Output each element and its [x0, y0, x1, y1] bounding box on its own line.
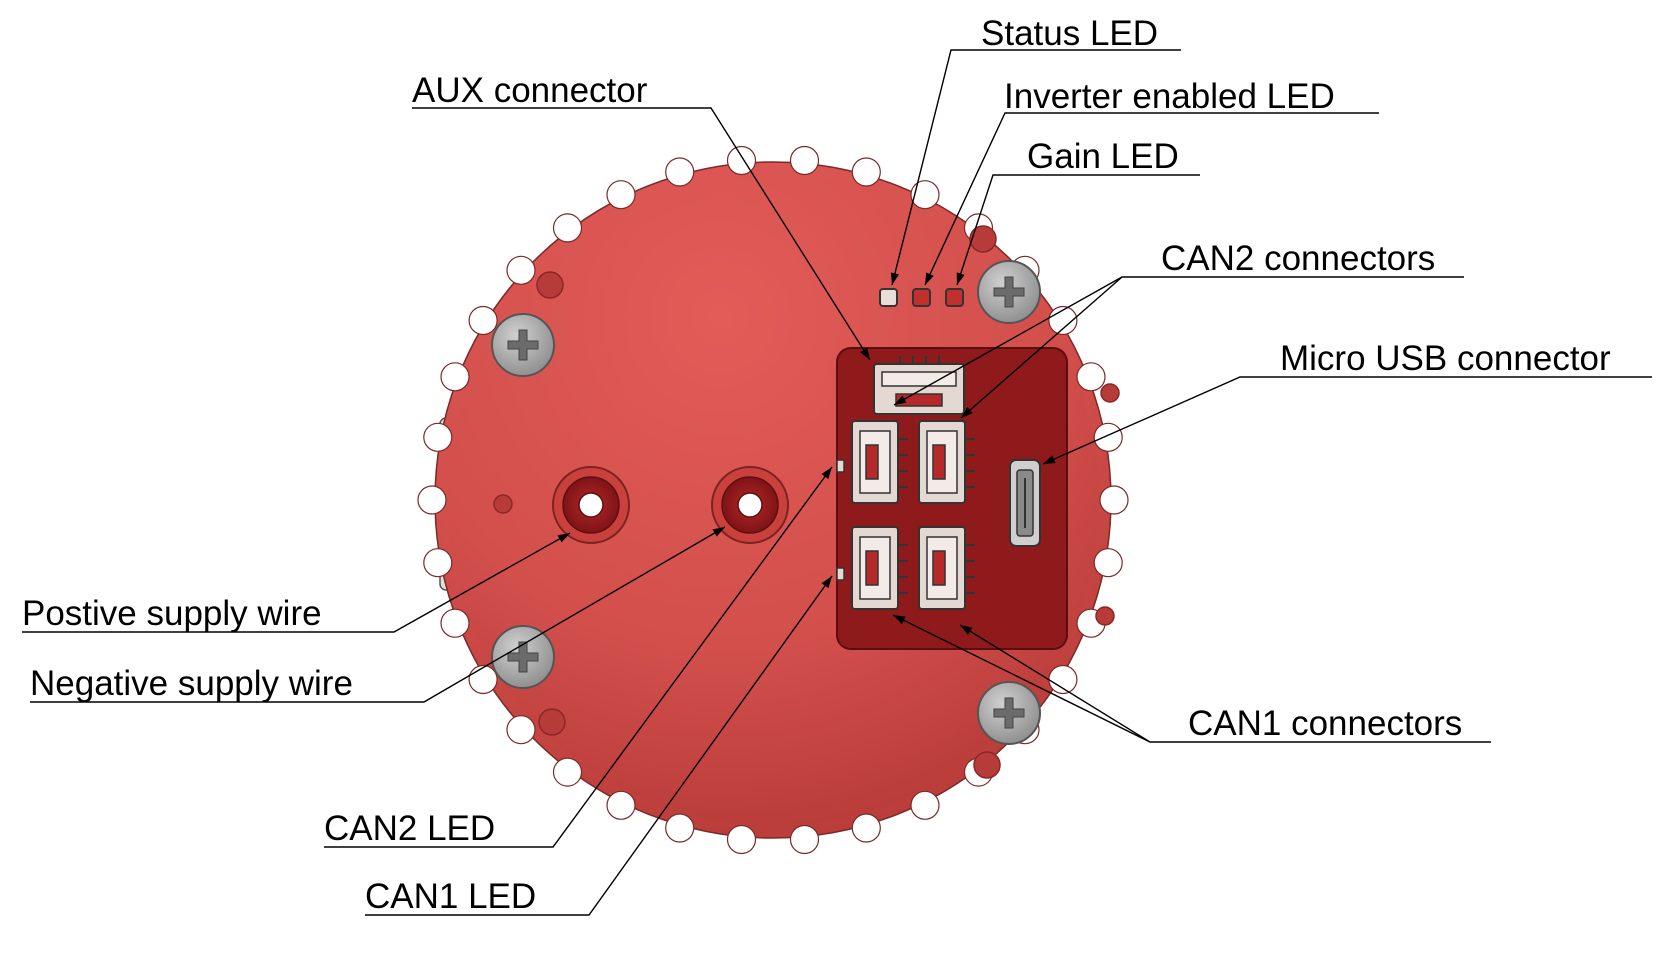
edge-notch [468, 664, 498, 695]
edge-notch [1093, 422, 1123, 452]
inverter-enabled-led [912, 288, 931, 307]
edge-notch [506, 715, 536, 745]
screw [977, 260, 1041, 324]
can1-led [836, 567, 845, 581]
edge-notch [423, 548, 453, 578]
edge-notch [506, 255, 536, 285]
micro-usb-connector [1009, 459, 1041, 547]
label-status-led: Status LED [981, 14, 1158, 53]
mount-hole [493, 494, 513, 514]
label-positive-wire: Postive supply wire [22, 594, 322, 633]
can2-connector-left [851, 420, 908, 504]
edge-notch [423, 422, 453, 452]
leader-can2-right [960, 276, 1123, 419]
edge-notch [851, 157, 881, 187]
label-aux-connector: AUX connector [412, 71, 648, 110]
mount-hole [538, 708, 566, 736]
label-gain-led: Gain LED [1027, 137, 1179, 176]
edge-notch [552, 757, 583, 787]
label-can2-connectors: CAN2 connectors [1161, 239, 1435, 278]
edge-notch [1093, 548, 1123, 578]
edge-notch [665, 813, 695, 843]
edge-notch [789, 824, 820, 855]
label-inverter-led: Inverter enabled LED [1004, 77, 1335, 116]
edge-notch [440, 362, 470, 392]
edge-notch [552, 213, 583, 243]
leader-negative-wire [30, 526, 726, 703]
edge-notch [1076, 362, 1106, 392]
leader-inverter-led [924, 112, 1379, 286]
mount-hole [536, 271, 564, 299]
can2-led [836, 459, 845, 473]
mount-hole [1100, 383, 1120, 403]
mount-hole [1095, 606, 1115, 626]
can1-connector-right [918, 526, 975, 610]
leader-can1-led [365, 575, 833, 916]
status-led [879, 288, 898, 307]
leader-status-led [890, 49, 1181, 286]
leader-positive-wire [22, 532, 571, 633]
screw [491, 625, 555, 689]
label-can2-led: CAN2 LED [324, 809, 495, 848]
label-negative-wire: Negative supply wire [30, 664, 353, 703]
edge-notch [606, 790, 636, 820]
edge-notch [606, 180, 636, 210]
edge-notch [726, 824, 757, 855]
can2-connector-right [918, 420, 975, 504]
edge-notch [851, 813, 881, 843]
leader-lines [22, 49, 1652, 916]
aux-connector [873, 356, 965, 415]
edge-notch [726, 145, 757, 176]
edge-notch [665, 157, 695, 187]
labels: Status LED Inverter enabled LED Gain LED… [22, 14, 1611, 916]
edge-notch [440, 608, 470, 638]
label-can1-led: CAN1 LED [365, 877, 536, 916]
can1-connector-left [851, 526, 908, 610]
gain-led [945, 288, 964, 307]
leader-micro-usb [1042, 376, 1652, 465]
leader-can2-led [324, 466, 833, 848]
edge-notch [1048, 664, 1078, 695]
positive-supply-hole [552, 466, 630, 544]
edge-notch [789, 145, 820, 176]
mount-hole [969, 225, 997, 253]
leader-aux-connector [412, 107, 871, 361]
label-can1-connectors: CAN1 connectors [1188, 704, 1462, 743]
leader-can1-right [959, 624, 1151, 743]
edge-notch [1099, 485, 1129, 515]
edge-notch [417, 485, 447, 515]
label-micro-usb: Micro USB connector [1280, 339, 1611, 378]
edge-notch [910, 180, 940, 210]
mount-hole [973, 751, 1001, 779]
screw [491, 313, 555, 377]
leader-gain-led [956, 174, 1200, 286]
edge-notch [468, 305, 498, 336]
screw [977, 681, 1041, 745]
negative-supply-hole [711, 466, 789, 544]
edge-notch [910, 790, 940, 820]
